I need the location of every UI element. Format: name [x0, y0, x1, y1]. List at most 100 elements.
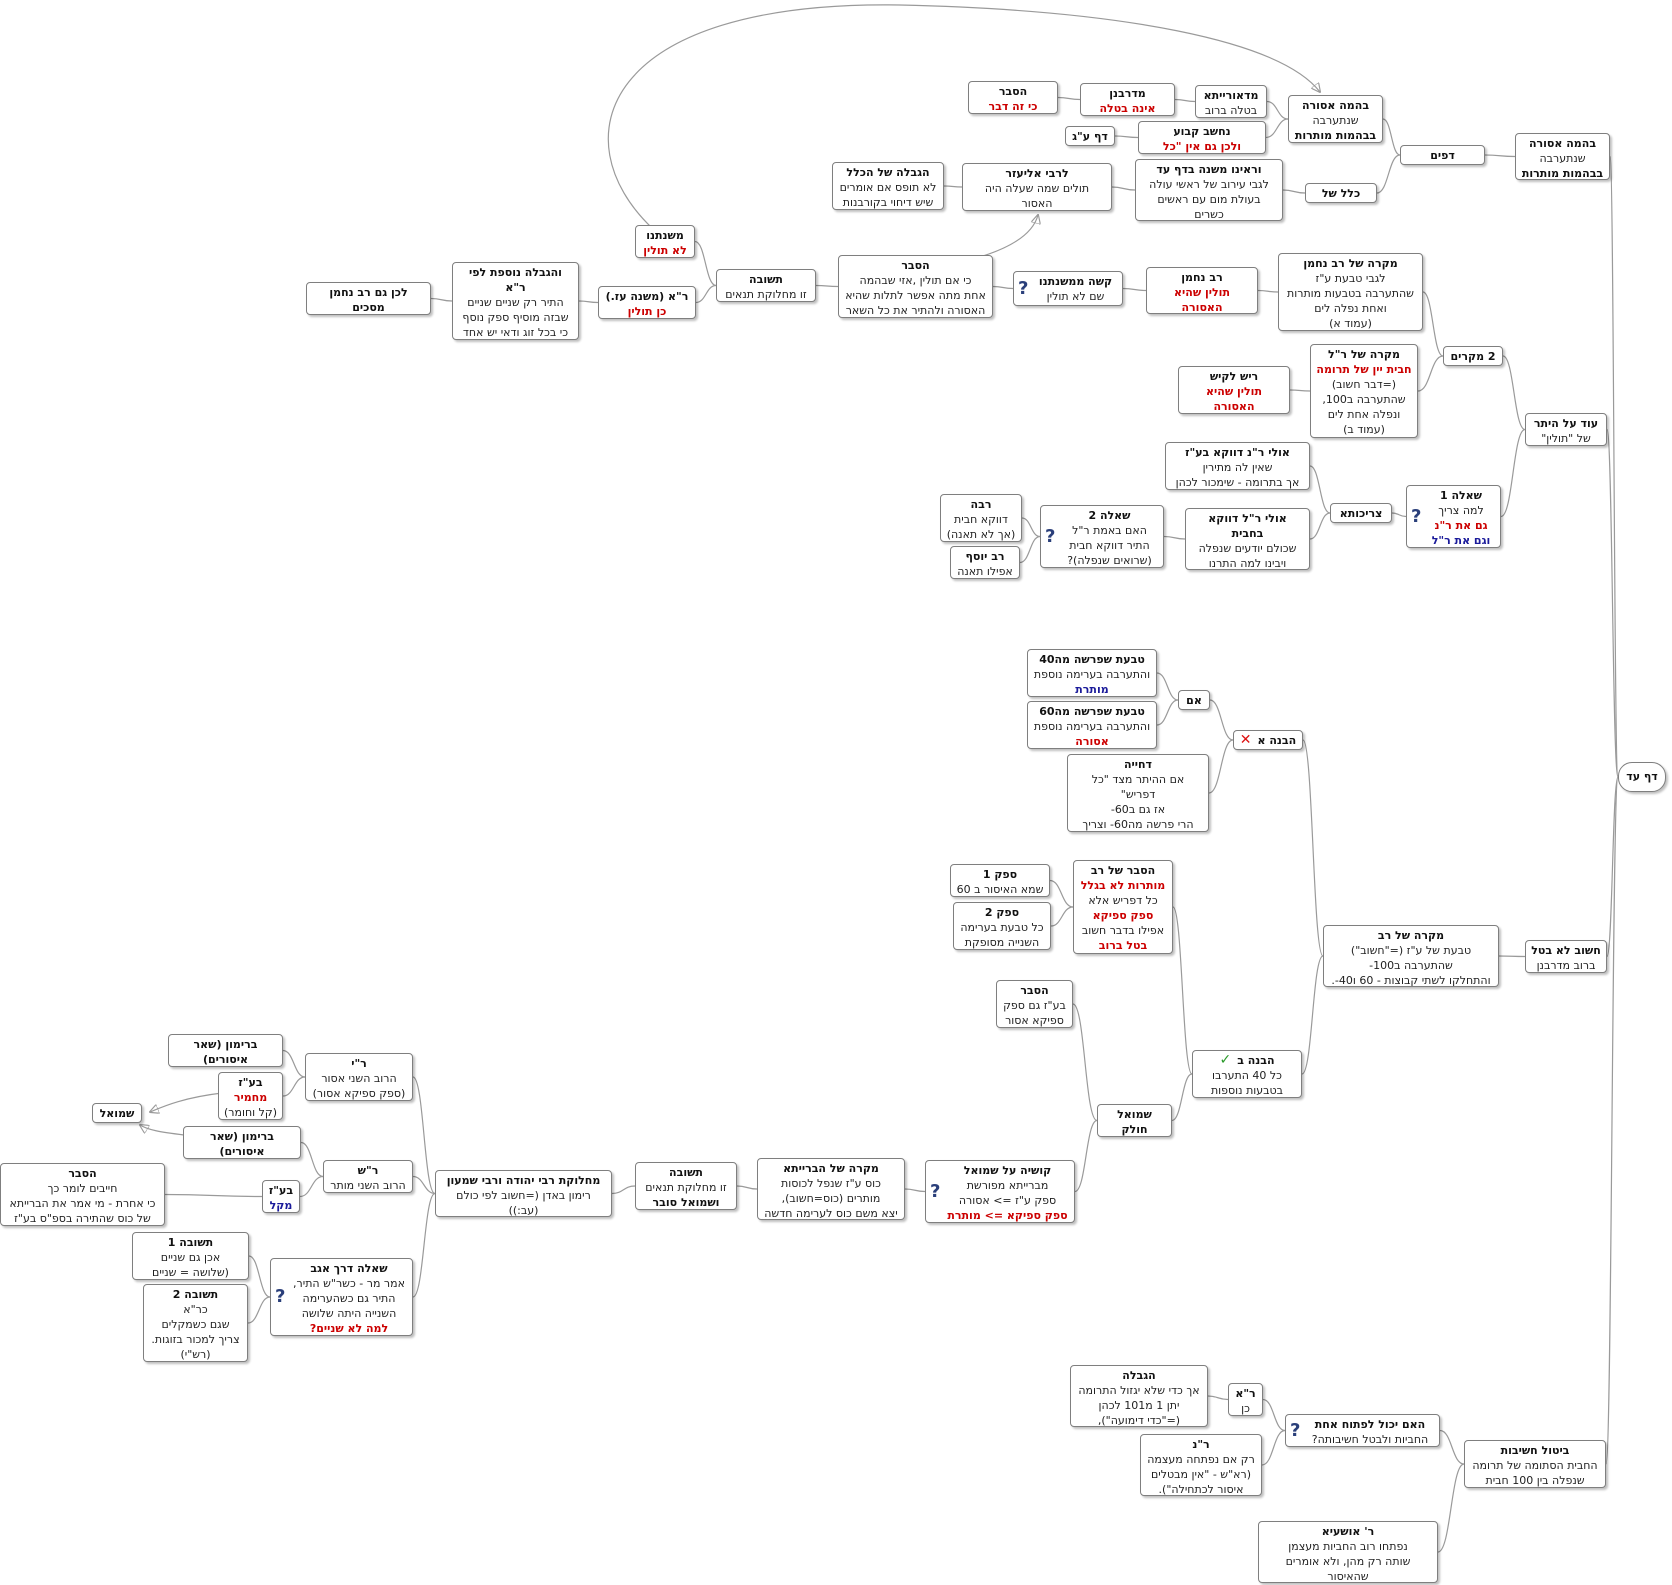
node-line: אפילו תאנה — [957, 565, 1013, 578]
node-line: הסבר — [1020, 984, 1049, 997]
node-line: ונפלה אחת לים — [1327, 408, 1401, 421]
node-dapim-kodmim[interactable]: דפים הקודמים — [1400, 145, 1485, 165]
node-line: רבה — [970, 498, 992, 511]
node-line: עוד על היתר — [1533, 417, 1599, 430]
node-daf-73[interactable]: דף ע"ג — [1065, 126, 1115, 146]
node-ra-mishna[interactable]: ר"א (משנה עז.)כן תולין — [598, 286, 696, 319]
node-line: ספק 2 — [984, 906, 1020, 919]
node-rimon-rs[interactable]: ברימון (שאר איסורים)מקל — [183, 1126, 301, 1159]
node-line: אם — [1186, 694, 1202, 707]
edge-root-node-branch-chashuv-lo-batel — [1606, 776, 1619, 958]
node-line: דפים הקודמים — [1430, 149, 1455, 162]
node-rimon-ry[interactable]: ברימון (שאר איסורים)מחמיר — [168, 1034, 283, 1067]
node-line: (עמוד ב) — [1343, 423, 1385, 436]
node-shmuel[interactable]: שמואל — [92, 1103, 142, 1123]
node-line: לגבי טבעת ע"ז — [1315, 272, 1386, 285]
node-line: כל דפריש אלא — [1088, 894, 1158, 907]
edge-node-behema-node-midoraita — [1266, 100, 1289, 120]
node-lachen-bezugot[interactable]: לכן גם רב נחמן מסכיםשצריך למכור בזוגות — [306, 282, 431, 315]
node-line: שאלה דרך אגב — [310, 1262, 388, 1275]
node-line: בבהמות מותרות — [1294, 129, 1377, 142]
node-line: (="כדי דימועה"), — [1097, 1414, 1181, 1427]
node-line: קשה ממשנתנו — [1038, 275, 1113, 288]
edge-node-sheela-2-node-rav-yosef — [1019, 535, 1041, 564]
node-line: אחת מתה אפשר לתלות שהיא — [845, 289, 986, 302]
edge-node-haim-lifto-node-ra-ken — [1262, 1398, 1286, 1432]
edge-node-im-node-taba-60 — [1156, 699, 1179, 726]
node-im[interactable]: אם — [1178, 690, 1210, 710]
node-line: בטל ברוב — [1098, 939, 1148, 952]
edge-node-havana-a-node-dchiya — [1208, 739, 1234, 794]
question-icon: ? — [275, 1286, 286, 1307]
node-shmuel-cholek[interactable]: שמואל חולקאסורות — [1097, 1104, 1172, 1137]
node-havana-a[interactable]: הבנה א✕ — [1233, 730, 1303, 750]
node-line: שמואל — [99, 1107, 135, 1120]
node-line: מדרבנן — [1109, 87, 1146, 100]
node-klal-tolin[interactable]: כלל של תולין — [1305, 183, 1377, 203]
node-line: מברייתא מפורשת — [966, 1179, 1049, 1192]
node-line: אולי ר"נ דווקא בע"ז — [1185, 446, 1290, 459]
root-node[interactable]: דף עד — [1618, 762, 1666, 792]
node-tzrichuta[interactable]: צריכותא — [1330, 503, 1392, 523]
node-line: בטלה ברוב — [1204, 104, 1258, 117]
node-line: והתערבה בערימה נוספת — [1033, 668, 1151, 681]
node-line: קושיה על שמואל — [963, 1164, 1052, 1177]
node-shnei-mikrim[interactable]: 2 מקרים — [1443, 346, 1503, 366]
node-line: ספק 1 — [982, 868, 1018, 881]
